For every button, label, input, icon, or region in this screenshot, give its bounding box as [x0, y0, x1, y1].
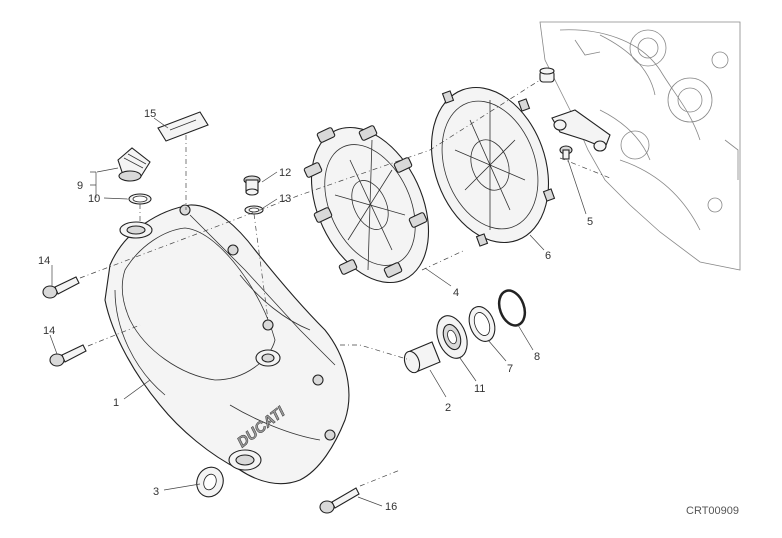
- crankcase-outline: [539, 21, 741, 271]
- callout-2: 2: [445, 402, 451, 414]
- part-9-oil-filler-plug: [117, 147, 151, 182]
- callout-1: 1: [113, 397, 119, 409]
- part-6-outer-plate: [430, 86, 556, 247]
- callout-11: 11: [474, 383, 485, 395]
- callout-7: 7: [507, 363, 513, 375]
- leader-lines: [49, 117, 587, 507]
- part-15-label-plate: [157, 111, 209, 142]
- callout-4: 4: [453, 287, 459, 299]
- callout-10: 10: [88, 193, 100, 205]
- part-14-screw-lower: [49, 344, 87, 367]
- part-11-bearing: [436, 315, 468, 359]
- part-12-plug: [243, 175, 261, 196]
- callout-14-upper: 14: [38, 255, 50, 267]
- reference-code: CRT00909: [686, 505, 739, 517]
- callout-16: 16: [385, 501, 397, 513]
- callout-3: 3: [153, 486, 159, 498]
- callout-5: 5: [587, 216, 593, 228]
- part-4-clutch-basket: [303, 125, 430, 284]
- part-16-screw: [319, 487, 360, 514]
- callout-8: 8: [534, 351, 540, 363]
- dowel-bushing: [539, 67, 555, 83]
- callout-15: 15: [144, 108, 156, 120]
- callout-9: 9: [77, 180, 83, 192]
- crankcase-bracket: [551, 109, 611, 152]
- part-1-clutch-cover: DUCATI: [104, 204, 350, 485]
- callouts: 1 2 3 4 5 6 7 8 9 10 11 12 13 14 14 15 1…: [38, 108, 593, 513]
- callout-13: 13: [279, 193, 291, 205]
- callout-6: 6: [545, 250, 551, 262]
- callout-14-lower: 14: [43, 325, 55, 337]
- part-5-screw: [559, 145, 573, 160]
- part-2-bushing: [403, 341, 441, 374]
- part-3-seal: [196, 466, 224, 498]
- part-14-screw-upper: [42, 276, 80, 299]
- part-10-o-ring: [128, 193, 152, 205]
- callout-12: 12: [279, 167, 291, 179]
- part-8-circlip: [497, 289, 527, 327]
- part-7-shim-ring: [468, 306, 496, 342]
